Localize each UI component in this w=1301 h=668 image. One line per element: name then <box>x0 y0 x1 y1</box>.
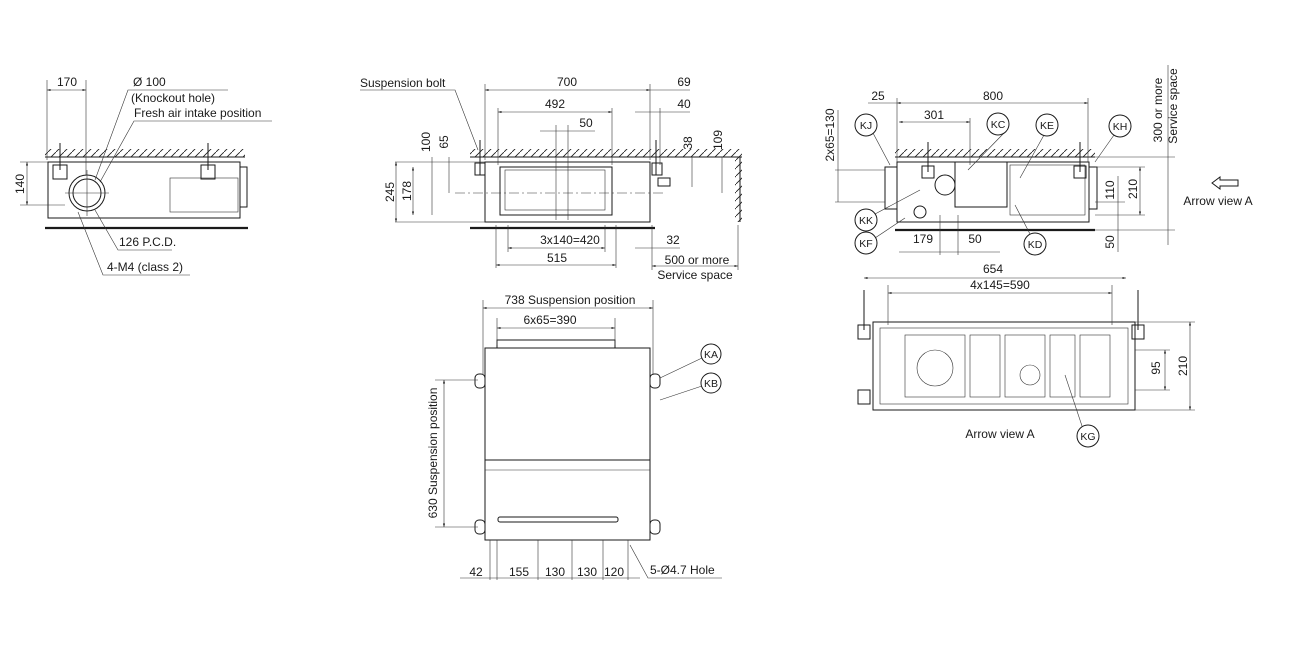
pcd-label: 126 P.C.D. <box>119 235 176 249</box>
marker-label: KF <box>859 238 872 250</box>
dim-492: 492 <box>545 97 565 111</box>
fresh-air-intake-label: Fresh air intake position <box>134 106 261 120</box>
unit-body <box>484 347 651 541</box>
suspension-bolt-icon <box>857 290 1145 405</box>
dim-210: 210 <box>1126 179 1140 199</box>
dim-69: 69 <box>677 75 691 89</box>
dim-654: 654 <box>983 262 1003 276</box>
dim-50b: 50 <box>1103 235 1117 249</box>
dim-630: 630 Suspension position <box>426 388 440 519</box>
dim-bottom-130b: 130 <box>577 565 597 579</box>
ceiling-hatch <box>895 149 1095 157</box>
unit-body <box>484 161 651 223</box>
dim-50: 50 <box>968 232 982 246</box>
suspension-bolt-label: Suspension bolt <box>360 76 446 90</box>
dim-420: 3x140=420 <box>540 233 600 247</box>
marker-kd: KD <box>1023 232 1047 256</box>
suspension-bolt-icon <box>52 143 216 180</box>
dim-515: 515 <box>547 251 567 265</box>
marker-label: KH <box>1113 121 1128 133</box>
marker-kg: KG <box>1076 424 1100 448</box>
panel-outline <box>169 177 239 213</box>
dim-700: 700 <box>557 75 577 89</box>
marker-kh: KH <box>1108 114 1132 138</box>
dim-800: 800 <box>983 89 1003 103</box>
dim-738: 738 Suspension position <box>505 293 636 307</box>
dim-bottom-120: 120 <box>604 565 624 579</box>
wall-hatch <box>735 157 742 222</box>
unit-body <box>872 321 1136 411</box>
arrow-view-a: 654 4x145=590 95 210 Arrow view A KG <box>857 262 1195 448</box>
dim-32: 32 <box>666 233 680 247</box>
dim-390: 6x65=390 <box>523 313 576 327</box>
marker-kk: KK <box>854 208 878 232</box>
hole-label: 5-Ø4.7 Hole <box>650 563 715 577</box>
dim-110: 110 <box>1103 180 1117 199</box>
side-flange <box>239 166 248 208</box>
side-view: 170 140 Ø 100 (Knockout hole) Fresh air … <box>13 75 272 276</box>
suspension-bolt-icon <box>921 142 1087 179</box>
dim-bottom-130a: 130 <box>545 565 565 579</box>
screw-label: 4-M4 (class 2) <box>107 260 183 274</box>
suspension-bolt-icon <box>474 140 671 187</box>
knockout-hole-label: (Knockout hole) <box>131 91 215 105</box>
marker-label: KJ <box>860 120 872 132</box>
service-300-label: 300 or more <box>1151 77 1165 142</box>
marker-kf: KF <box>854 231 878 255</box>
dim-178: 178 <box>400 181 414 201</box>
dim-25: 25 <box>871 89 885 103</box>
dim-40: 40 <box>677 97 691 111</box>
dim-170: 170 <box>57 75 77 89</box>
arrow-view-title: Arrow view A <box>965 427 1034 441</box>
dim-65: 65 <box>437 135 451 149</box>
dim-bottom-155: 155 <box>509 565 529 579</box>
marker-kc: KC <box>986 112 1010 136</box>
ceiling-hatch <box>45 149 245 157</box>
service-500-label: 500 or more <box>665 253 730 267</box>
marker-ka: KA <box>700 343 722 365</box>
front-view: Suspension bolt 700 69 492 40 50 100 65 … <box>360 75 742 282</box>
dim-50: 50 <box>579 116 593 130</box>
dim-245: 245 <box>383 182 397 202</box>
dim-179: 179 <box>913 232 933 246</box>
marker-kb: KB <box>700 372 722 394</box>
dim-140: 140 <box>13 174 27 194</box>
marker-ke: KE <box>1035 113 1059 137</box>
dim-100: 100 <box>419 132 433 152</box>
marker-label: KK <box>859 215 873 227</box>
rear-view: 25 800 301 2x65=130 179 50 110 210 50 30… <box>823 65 1253 256</box>
dim-95: 95 <box>1149 361 1163 375</box>
marker-label: KD <box>1028 239 1043 251</box>
knockout-hole-icon <box>65 170 109 216</box>
ceiling-hatch <box>470 149 742 157</box>
service-space-label: Service space <box>1166 68 1180 144</box>
dim-210: 210 <box>1176 356 1190 376</box>
arrow-view-label: Arrow view A <box>1183 194 1252 208</box>
marker-label: KG <box>1080 431 1095 443</box>
knockout-diameter-label: Ø 100 <box>133 75 166 89</box>
marker-label: KA <box>704 349 718 361</box>
marker-label: KB <box>704 378 718 390</box>
suspension-bracket-icon <box>474 373 661 535</box>
marker-kj: KJ <box>854 113 878 137</box>
internal-components <box>904 334 1111 398</box>
marker-label: KC <box>991 119 1006 131</box>
marker-label: KE <box>1040 120 1054 132</box>
dim-bottom-42: 42 <box>469 565 483 579</box>
bottom-view: 738 Suspension position 6x65=390 630 Sus… <box>426 293 722 580</box>
unit-body <box>47 161 241 219</box>
dim-130: 2x65=130 <box>823 108 837 161</box>
arrow-left-icon <box>1211 176 1239 190</box>
dim-38: 38 <box>681 136 695 150</box>
dim-301: 301 <box>924 108 944 122</box>
dim-590: 4x145=590 <box>970 278 1030 292</box>
dim-109: 109 <box>711 130 725 150</box>
service-space-label: Service space <box>657 268 733 282</box>
